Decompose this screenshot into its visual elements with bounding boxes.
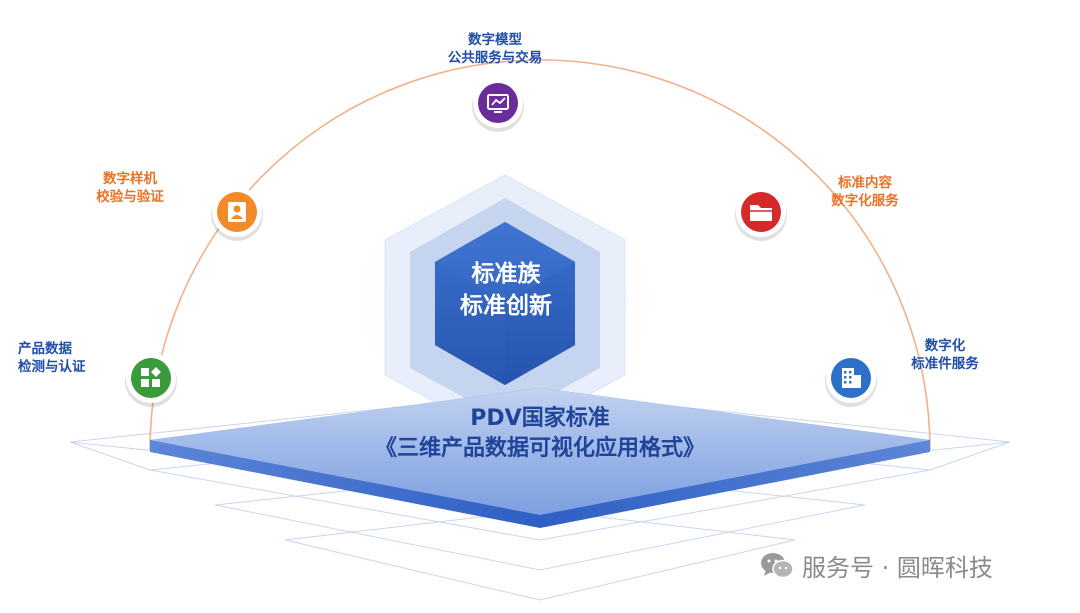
node-upper-left [211,187,263,241]
node-label-top: 数字模型 公共服务与交易 [415,31,575,67]
node-label-upper-right-line1: 标准内容 [838,175,892,191]
center-title-line1: 标准族 [471,261,541,287]
node-label-upper-left-line1: 数字样机 [103,171,157,187]
node-circle [478,83,518,123]
node-label-upper-right: 标准内容 数字化服务 [805,174,925,210]
center-hexagon [384,174,626,441]
node-label-lower-right: 数字化 标准件服务 [890,337,1000,373]
base-title-line2: 《三维产品数据可视化应用格式》 [374,436,705,461]
base-platform [150,388,930,528]
watermark: 服务号 · 圆晖科技 [760,548,993,583]
wechat-icon [761,552,794,578]
base-title-line1: PDV国家标准 [470,406,610,431]
nodes-layer [125,78,877,407]
node-label-top-line2: 公共服务与交易 [447,50,543,66]
node-lower-right [825,353,877,407]
node-label-lower-right-line2: 标准件服务 [911,356,979,372]
node-label-upper-left-line2: 校验与验证 [96,189,164,205]
orange-arc [149,59,931,451]
center-title-line2: 标准创新 [460,293,552,319]
chart-line-icon [487,94,509,113]
node-lower-left [125,353,177,407]
center-title: 标准族 标准创新 [440,258,572,322]
watermark-text: 服务号 · 圆晖科技 [802,554,993,582]
node-label-lower-left-line2: 检测与认证 [18,359,86,375]
node-label-upper-left: 数字样机 校验与验证 [70,170,190,206]
node-circle [131,358,171,398]
building-icon [842,368,861,388]
base-top [150,388,930,515]
node-top [472,78,524,132]
grid-layer-4 [284,509,796,601]
node-label-top-line1: 数字模型 [468,32,522,48]
node-upper-right [735,187,787,241]
contact-card-icon [228,202,246,222]
node-label-upper-right-line2: 数字化服务 [831,193,899,209]
folder-icon [750,205,772,221]
base-title: PDV国家标准 《三维产品数据可视化应用格式》 [260,404,820,464]
node-label-lower-left: 产品数据 检测与认证 [18,340,128,376]
node-label-lower-left-line1: 产品数据 [18,341,72,357]
hex-inner-face [435,222,575,385]
grid-icon [141,367,161,387]
node-label-lower-right-line1: 数字化 [924,338,966,354]
